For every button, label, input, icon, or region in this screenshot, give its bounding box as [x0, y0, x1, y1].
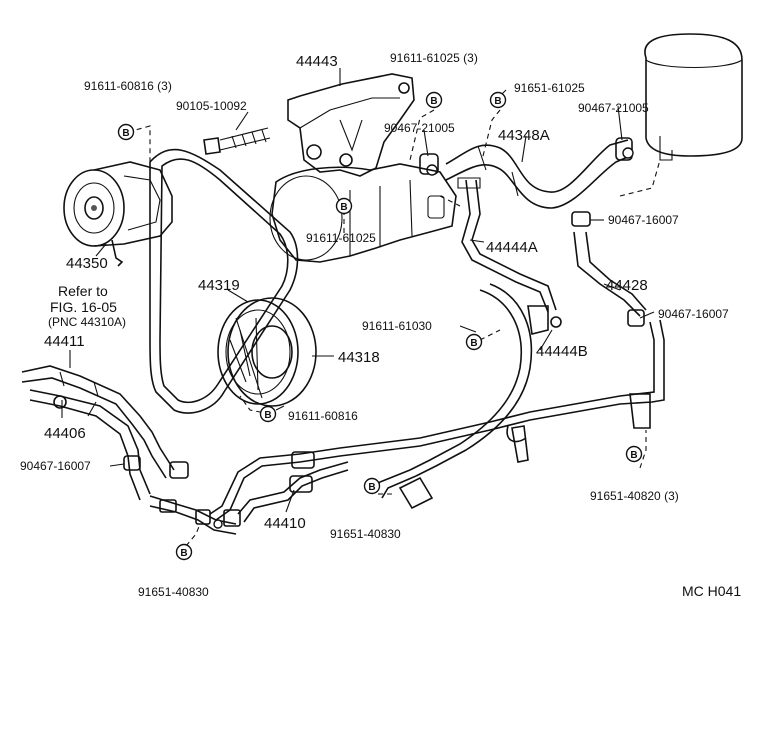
label-44428: 44428: [606, 277, 648, 294]
svg-text:B: B: [180, 548, 187, 559]
pressure-line: [371, 283, 533, 510]
bolt-marker-91611-61030: B: [465, 333, 483, 351]
bolt-marker-91651-40830-mid: B: [363, 477, 381, 495]
label-91651-40820-3: 91651-40820 (3): [590, 489, 679, 503]
pump-bracket-44443: [287, 73, 415, 177]
label-44443: 44443: [296, 53, 338, 70]
return-tube: [299, 319, 665, 463]
label-91651-61025: 91651-61025: [514, 81, 585, 95]
label-refer-fig: FIG. 16-05: [50, 299, 117, 315]
hose-clamp-90467-21005-tank: [615, 137, 634, 161]
label-44318: 44318: [338, 349, 380, 366]
bolt-marker-91651-61025: B: [489, 91, 507, 109]
bracket-44444b: [527, 305, 562, 335]
crank-pulley-44318: [217, 297, 317, 407]
label-91611-61025: 91611-61025: [306, 231, 376, 245]
bolt-90105-10092: [203, 127, 271, 155]
label-91651-40830-low: 91651-40830: [138, 585, 209, 599]
pressure-tube-44444a: [457, 177, 557, 313]
v-belt: [149, 148, 299, 414]
cooler-tube-44410: [209, 451, 349, 523]
solid-leaders: [61, 68, 655, 513]
label-44410: 44410: [264, 515, 306, 532]
svg-text:B: B: [122, 128, 129, 139]
label-90467-21005-pump: 90467-21005: [384, 121, 455, 135]
label-44444b: 44444B: [536, 343, 588, 360]
label-44348a: 44348A: [498, 127, 550, 144]
hose-44428: [571, 211, 647, 327]
vane-pump-body: [269, 163, 457, 263]
label-refer-pnc: (PNC 44310A): [48, 315, 126, 329]
label-refer-to: Refer to: [58, 283, 108, 299]
tube-fitting-cluster: [149, 495, 241, 535]
label-90467-16007-upper: 90467-16007: [608, 213, 679, 227]
label-44406: 44406: [44, 425, 86, 442]
label-90467-21005-tank: 90467-21005: [578, 101, 649, 115]
hose-44406: [29, 389, 151, 501]
label-90105-10092: 90105-10092: [176, 99, 247, 113]
bolt-marker-91611-60816: B: [259, 405, 277, 423]
bolt-marker-91611-60816-top: B: [117, 123, 135, 141]
return-hose-44348a: [445, 139, 631, 209]
svg-text:B: B: [470, 338, 477, 349]
diagram-code: MC H041: [682, 583, 741, 599]
bolt-marker-91651-40830-low: B: [175, 543, 193, 561]
compressor-44350: [63, 161, 173, 267]
label-44444a: 44444A: [486, 239, 538, 256]
label-91611-60816-3: 91611-60816 (3): [84, 79, 172, 93]
label-91611-60816: 91611-60816: [288, 409, 358, 423]
svg-text:B: B: [368, 482, 375, 493]
label-91651-40830-mid: 91651-40830: [330, 527, 401, 541]
svg-text:B: B: [340, 202, 347, 213]
bolt-marker-91611-61025-3: B: [425, 91, 443, 109]
label-90467-16007-left: 90467-16007: [20, 459, 91, 473]
leader-lines: [127, 109, 661, 547]
bolt-marker-91611-61025: B: [335, 197, 353, 215]
label-91611-61025-3: 91611-61025 (3): [390, 51, 478, 65]
label-44411: 44411: [44, 333, 85, 350]
svg-text:B: B: [264, 410, 271, 421]
bolt-marker-91651-40820-3: B: [625, 445, 643, 463]
label-90467-16007-right: 90467-16007: [658, 307, 729, 321]
hose-44411: [21, 365, 189, 479]
svg-text:B: B: [630, 450, 637, 461]
label-91611-61030: 91611-61030: [362, 319, 432, 333]
label-44319: 44319: [198, 277, 240, 294]
reservoir-tank: [644, 33, 743, 161]
svg-text:B: B: [494, 96, 501, 107]
label-44350: 44350: [66, 255, 108, 272]
svg-text:B: B: [430, 96, 437, 107]
